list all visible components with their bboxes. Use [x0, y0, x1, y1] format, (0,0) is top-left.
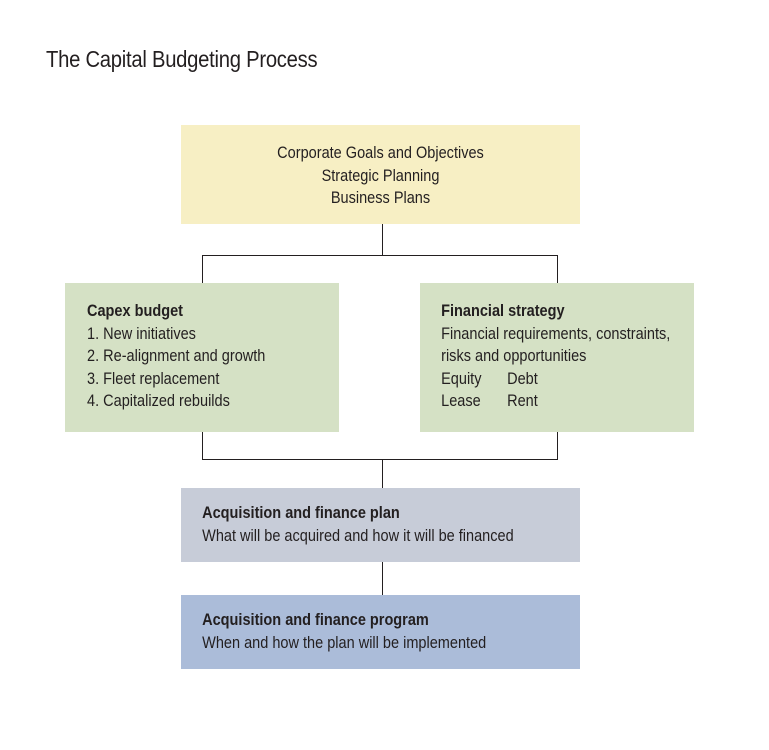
- page-title: The Capital Budgeting Process: [46, 46, 318, 72]
- financial-strategy-line: risks and opportunities: [441, 347, 587, 365]
- goals-box: Corporate Goals and Objectives Strategic…: [181, 125, 580, 224]
- goals-line: Business Plans: [330, 189, 431, 207]
- financing-option: Rent: [507, 392, 538, 410]
- financing-option: Debt: [507, 369, 538, 388]
- financial-strategy-line: Financial requirements, constraints,: [441, 324, 671, 343]
- connector-goals-to-split: [202, 224, 558, 283]
- capex-item: 1. New initiatives: [87, 324, 196, 343]
- program-heading: Acquisition and finance program: [202, 611, 429, 629]
- goals-line: Strategic Planning: [321, 166, 440, 185]
- financing-option-row: Equity Debt: [441, 368, 661, 391]
- financing-option: Lease: [441, 392, 481, 410]
- plan-text: What will be acquired and how it will be…: [202, 526, 514, 545]
- goals-line: Corporate Goals and Objectives: [277, 144, 484, 162]
- financial-strategy-box: Financial strategy Financial requirement…: [420, 283, 694, 432]
- capex-item: 4. Capitalized rebuilds: [87, 392, 230, 410]
- capex-item: 2. Re-alignment and growth: [87, 347, 266, 365]
- financial-strategy-heading: Financial strategy: [441, 302, 565, 320]
- acquisition-plan-box: Acquisition and finance plan What will b…: [181, 488, 580, 562]
- capex-item: 3. Fleet replacement: [87, 369, 220, 388]
- plan-heading: Acquisition and finance plan: [202, 504, 400, 522]
- program-text: When and how the plan will be implemente…: [202, 633, 487, 652]
- financing-option-row: Lease Rent: [441, 390, 661, 413]
- capex-heading: Capex budget: [87, 302, 184, 320]
- financing-option: Equity: [441, 369, 482, 388]
- acquisition-program-box: Acquisition and finance program When and…: [181, 595, 580, 669]
- capex-budget-box: Capex budget 1. New initiatives 2. Re-al…: [65, 283, 339, 432]
- connector-merge-to-plan: [202, 432, 558, 488]
